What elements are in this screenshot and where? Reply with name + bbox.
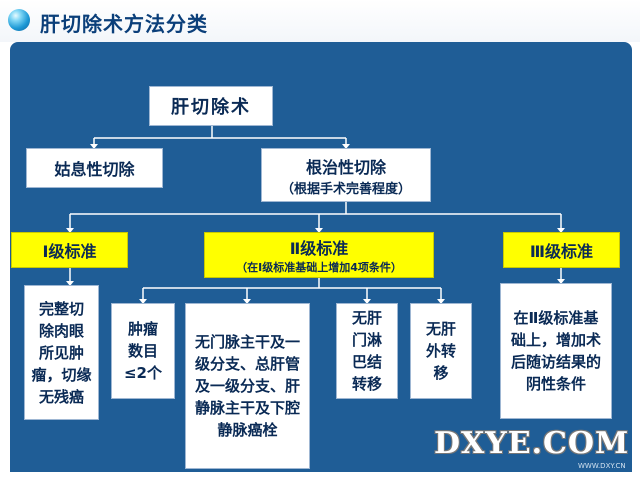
level3-node: Ⅲ级标准 (503, 232, 620, 268)
criterion-tumor-count: 肿瘤 数目 ≤2个 (111, 303, 175, 399)
palliative-resection-node: 姑息性切除 (26, 148, 163, 188)
level1-node: Ⅰ级标准 (11, 232, 128, 268)
root-node: 肝切除术 (149, 86, 273, 126)
level1-criteria: 完整切 除肉眼 所见肿 瘤，切缘 无残癌 (24, 285, 99, 420)
criterion-no-tumor-thrombus: 无门脉主干及一级分支、总肝管及一级分支、肝静脉主干及下腔静脉癌栓 (185, 303, 310, 469)
bullet-sphere-icon (8, 9, 30, 31)
watermark-logo: DXYE.COM (434, 426, 630, 461)
level2-node: Ⅱ级标准 （在Ⅰ级标准基础上增加4项条件） (204, 232, 434, 278)
slide-title: 肝切除术方法分类 (40, 12, 208, 36)
radical-resection-node: 根治性切除 （根据手术完善程度） (261, 148, 431, 202)
slide-header: 肝切除术方法分类 (0, 0, 640, 42)
criterion-no-lymph-metastasis: 无肝 门淋 巴结 转移 (336, 303, 398, 399)
criterion-no-extrahepatic-metastasis: 无肝 外转 移 (410, 303, 472, 399)
watermark-url: WWW.DXY.CN (578, 462, 626, 470)
level3-criteria: 在Ⅱ级标准基础上，增加术后随访结果的阴性条件 (500, 283, 612, 419)
